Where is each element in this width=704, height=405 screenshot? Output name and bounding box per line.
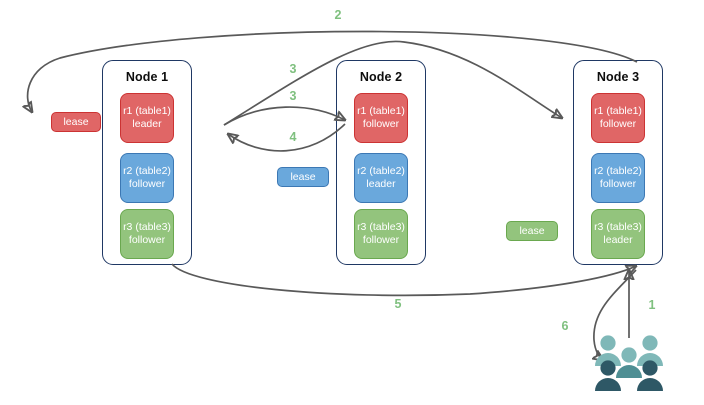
node-1-replica-r1[interactable]: r1 (table1) leader <box>120 93 174 143</box>
flow-label-1: 1 <box>648 298 656 312</box>
node-2-replica-r1-line2: follower <box>362 118 400 130</box>
node-3-replica-r3-line2: leader <box>603 234 633 246</box>
node-2-replica-r3[interactable]: r3 (table3) follower <box>354 209 408 259</box>
node-2-replica-r2-line2: leader <box>366 178 396 190</box>
flow-label-6: 6 <box>561 319 569 333</box>
node-2-replica-r2[interactable]: r2 (table2) leader <box>354 153 408 203</box>
node-3-replica-r2[interactable]: r2 (table2) follower <box>591 153 645 203</box>
arrow-flow-3-lower <box>223 106 345 126</box>
lease-badge-table3[interactable]: lease <box>506 221 558 241</box>
node-3[interactable]: Node 3 r1 (table1) follower r2 (table2) … <box>573 60 663 265</box>
node-1-replica-r1-line2: leader <box>132 118 162 130</box>
flow-label-3-lower: 3 <box>289 89 297 103</box>
node-1-replica-r2[interactable]: r2 (table2) follower <box>120 153 174 203</box>
node-1-replica-r3-line2: follower <box>128 234 166 246</box>
node-3-replica-r2-line2: follower <box>599 178 637 190</box>
node-2-replica-r3-line2: follower <box>362 234 400 246</box>
node-2-title: Node 2 <box>359 70 403 84</box>
flow-label-5: 5 <box>394 297 402 311</box>
flow-label-2: 2 <box>334 8 342 22</box>
lease-badge-table2[interactable]: lease <box>277 167 329 187</box>
node-3-title: Node 3 <box>596 70 640 84</box>
node-1[interactable]: Node 1 r1 (table1) leader r2 (table2) fo… <box>102 60 192 265</box>
arrow-flow-4 <box>228 123 346 152</box>
users-icon <box>595 335 663 391</box>
node-2-replica-r3-line1: r3 (table3) <box>357 221 405 233</box>
node-3-replica-r1-line1: r1 (table1) <box>594 105 642 117</box>
arrow-flow-3-upper <box>223 40 562 126</box>
node-1-title: Node 1 <box>125 70 169 84</box>
node-3-replica-r3-line1: r3 (table3) <box>594 221 642 233</box>
node-1-replica-r3-line1: r3 (table3) <box>123 221 171 233</box>
node-1-replica-r2-line1: r2 (table2) <box>123 165 171 177</box>
node-1-replica-r1-line1: r1 (table1) <box>123 105 171 117</box>
node-2-replica-r2-line1: r2 (table2) <box>357 165 405 177</box>
node-1-replica-r2-line2: follower <box>128 178 166 190</box>
node-2-replica-r1[interactable]: r1 (table1) follower <box>354 93 408 143</box>
flow-label-4: 4 <box>289 130 297 144</box>
node-3-replica-r1[interactable]: r1 (table1) follower <box>591 93 645 143</box>
node-3-replica-r3[interactable]: r3 (table3) leader <box>591 209 645 259</box>
arrow-flow-5 <box>171 263 636 297</box>
node-3-replica-r1-line2: follower <box>599 118 637 130</box>
arrow-flow-2 <box>28 30 638 112</box>
node-2-replica-r1-line1: r1 (table1) <box>357 105 405 117</box>
node-3-replica-r2-line1: r2 (table2) <box>594 165 642 177</box>
flow-label-3-upper: 3 <box>289 62 297 76</box>
lease-badge-table1[interactable]: lease <box>51 112 101 132</box>
node-2[interactable]: Node 2 r1 (table1) follower r2 (table2) … <box>336 60 426 265</box>
node-1-replica-r3[interactable]: r3 (table3) follower <box>120 209 174 259</box>
